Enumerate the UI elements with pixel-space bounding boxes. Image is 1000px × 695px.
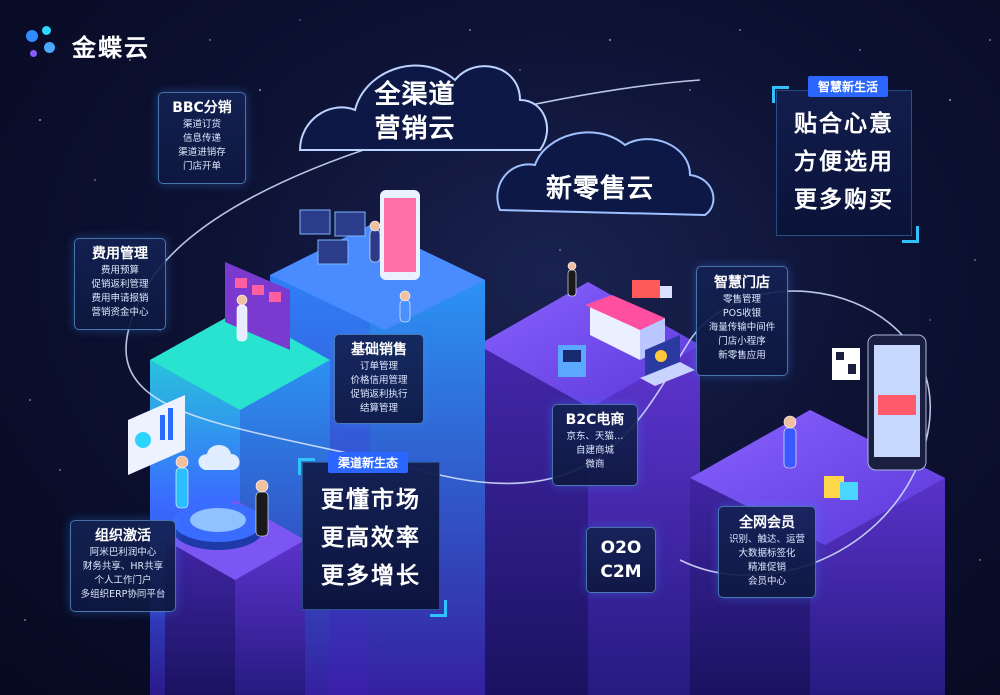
panel-life-line: 更多购买: [794, 187, 894, 213]
card-store-item: 零售管理: [722, 294, 761, 305]
panel-channel-corner-tl: [298, 458, 315, 475]
shopping-bags: [824, 476, 858, 500]
bar-chart-board: [128, 395, 185, 475]
card-member-title: 全网会员: [739, 515, 795, 531]
card-fee-item: 费用预算: [100, 265, 139, 276]
card-org-item: 财务共享、HR共享: [82, 561, 164, 572]
panel-channel-tag: 渠道新生态: [328, 452, 409, 473]
panel-life-corner-br: [902, 226, 919, 243]
cloud-main-line2: 营销云: [374, 114, 456, 144]
phone-device: [380, 190, 420, 280]
card-b2c-title: B2C电商: [565, 412, 625, 428]
card-o2o-line: C2M: [600, 562, 642, 582]
card-basic[interactable]: 基础销售 订单管理 价格信用管理 促销返利执行 结算管理: [334, 334, 424, 424]
card-org-item: 阿米巴利润中心: [89, 547, 157, 558]
card-basic-item: 促销返利执行: [350, 389, 408, 400]
card-bbc-item: 渠道进销存: [178, 147, 226, 158]
card-member-item: 精准促销: [747, 562, 786, 573]
cloud-retail-label: 新零售云: [545, 174, 654, 204]
card-store[interactable]: 智慧门店 零售管理 POS收银 海量传输中间件 门店小程序 新零售应用: [696, 266, 788, 376]
brand-name: 金蝶云: [72, 34, 150, 62]
brand-logo-icon: [22, 24, 62, 64]
panel-channel-corner-br: [430, 600, 447, 617]
card-member[interactable]: 全网会员 识别、触达、运营 大数据标签化 精准促销 会员中心: [718, 506, 816, 598]
panel-life: 贴合心意 方便选用 更多购买: [776, 90, 912, 236]
card-member-item: 会员中心: [747, 576, 786, 587]
card-store-item: POS收银: [722, 308, 762, 319]
cloud-main-label: 全渠道 营销云: [350, 78, 480, 146]
panel-life-corner-tl: [772, 86, 789, 103]
qr-code: [832, 348, 860, 380]
card-store-item: 门店小程序: [718, 336, 766, 347]
card-basic-title: 基础销售: [351, 342, 407, 358]
card-bbc-item: 门店开单: [182, 161, 221, 172]
card-store-item: 新零售应用: [718, 350, 766, 361]
card-bbc-item: 渠道订货: [182, 119, 221, 130]
laptop-device: [640, 335, 695, 386]
card-o2o[interactable]: O2O C2M: [586, 527, 656, 593]
card-bbc-item: 信息传递: [182, 133, 221, 144]
cloud-main: [298, 64, 549, 151]
card-bbc-title: BBC分销: [172, 100, 232, 116]
card-b2c-item: 京东、天猫…: [566, 431, 624, 442]
panel-channel: 更懂市场 更高效率 更多增长: [302, 462, 440, 610]
card-fee[interactable]: 费用管理 费用预算 促销返利管理 费用申请报销 营销资金中心: [74, 238, 166, 330]
card-fee-item: 促销返利管理: [91, 279, 149, 290]
card-fee-title: 费用管理: [92, 246, 148, 262]
smartphone-right: [867, 334, 927, 471]
card-store-item: 海量传输中间件: [708, 322, 776, 333]
cloud-retail: [496, 131, 715, 217]
charts-board: [299, 209, 366, 265]
card-o2o-line: O2O: [600, 538, 642, 558]
card-member-item: 识别、触达、运营: [728, 534, 805, 545]
panel-life-tag: 智慧新生活: [808, 76, 889, 97]
panel-life-line: 方便选用: [794, 149, 894, 175]
panel-life-line: 贴合心意: [794, 111, 894, 137]
card-org-title: 组织激活: [95, 528, 151, 544]
card-org-item: 个人工作门户: [94, 575, 152, 586]
delivery-truck: [632, 280, 672, 298]
panel-channel-line: 更高效率: [321, 525, 421, 551]
card-fee-item: 营销资金中心: [91, 307, 149, 318]
cloud-main-line1: 全渠道: [374, 80, 456, 110]
data-disc: [173, 445, 263, 550]
panel-channel-line: 更懂市场: [321, 487, 421, 513]
card-basic-item: 结算管理: [359, 403, 398, 414]
panel-channel-line: 更多增长: [321, 563, 421, 589]
card-basic-item: 订单管理: [359, 361, 398, 372]
card-fee-item: 费用申请报销: [91, 293, 149, 304]
card-store-title: 智慧门店: [714, 275, 770, 291]
card-b2c-item: 自建商城: [575, 445, 614, 456]
card-bbc[interactable]: BBC分销 渠道订货 信息传递 渠道进销存 门店开单: [158, 92, 246, 184]
card-org-item: 多组织ERP协同平台: [80, 589, 166, 600]
card-org[interactable]: 组织激活 阿米巴利润中心 财务共享、HR共享 个人工作门户 多组织ERP协同平台: [70, 520, 176, 612]
people: [175, 220, 797, 537]
card-b2c[interactable]: B2C电商 京东、天猫… 自建商城 微商: [552, 404, 638, 486]
pos-terminal: [558, 345, 586, 377]
card-b2c-item: 微商: [585, 459, 605, 470]
card-member-item: 大数据标签化: [738, 548, 796, 559]
card-basic-item: 价格信用管理: [350, 375, 408, 386]
